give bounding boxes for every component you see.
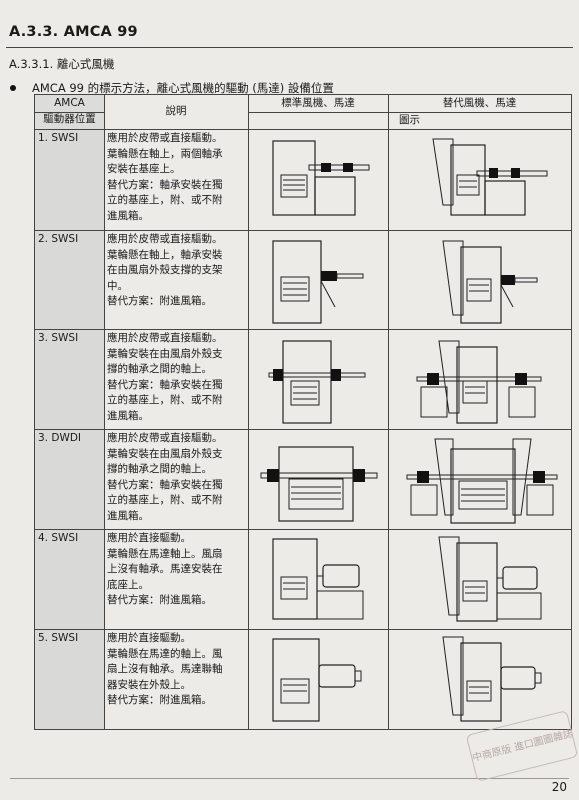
bullet-dot-icon (10, 85, 16, 91)
amca-arrangement-table: AMCA 驅動器位置 說明 標準風機、馬達 替代風機、馬達 圖示 1. SWSI… (34, 94, 572, 730)
header-driver-position: 驅動器位置 (43, 113, 96, 125)
fan-arrangement-3-dwdi-standard-icon (257, 435, 381, 527)
header-standard: 標準風機、馬達 (281, 97, 355, 109)
header-description: 說明 (165, 105, 187, 117)
subsection-title: A.3.3.1. 離心式風機 (9, 57, 115, 71)
row-1-description: 應用於皮帶或直接驅動。 葉輪懸在軸上，兩個軸承 安裝在基座上。 替代方案：軸承安… (107, 132, 223, 222)
header-divider (35, 112, 104, 113)
row-1-position: 1. SWSI (38, 132, 79, 144)
row-5-description: 應用於直接驅動。 葉輪懸在馬達軸上。風扇 上沒有軸承。馬達安裝在 底座上。 替代… (107, 532, 223, 606)
row-6-description: 應用於直接驅動。 葉輪懸在馬達的軸上。風 扇上沒有軸承。馬達聯軸 器安裝在外殼上… (107, 632, 223, 706)
row-divider (35, 529, 571, 530)
section-title: A.3.3. AMCA 99 (9, 24, 138, 40)
row-divider (35, 629, 571, 630)
row-divider (35, 329, 571, 330)
column-divider (388, 95, 389, 729)
fan-arrangement-3-standard-icon (263, 337, 373, 427)
fan-arrangement-1-standard-icon (263, 135, 373, 225)
bullet-item: AMCA 99 的標示方法，離心式風機的驅動 (馬達) 設備位置 (8, 80, 334, 96)
row-2-position: 2. SWSI (38, 233, 79, 245)
watermark-text: 中商原版 進口圖圖雜誌 (471, 728, 575, 765)
fan-arrangement-3-alternate-icon (413, 337, 553, 427)
header-amca: AMCA (54, 97, 85, 109)
fan-arrangement-5-alternate-icon (413, 635, 553, 725)
fan-arrangement-2-standard-icon (263, 237, 373, 327)
fan-arrangement-2-alternate-icon (413, 237, 553, 327)
row-4-description: 應用於皮帶或直接驅動。 葉輪安裝在由風扇外殼支 撐的軸承之間的軸上。 替代方案：… (107, 432, 223, 522)
column-divider (248, 95, 249, 729)
header-divider (248, 112, 571, 113)
row-divider (35, 230, 571, 231)
bullet-text: AMCA 99 的標示方法，離心式風機的驅動 (馬達) 設備位置 (32, 81, 334, 95)
header-bottom-line (35, 129, 571, 130)
fan-arrangement-3-dwdi-alternate-icon (403, 435, 563, 527)
fan-arrangement-4-alternate-icon (413, 535, 553, 625)
fan-arrangement-1-alternate-icon (413, 135, 553, 225)
row-divider (35, 429, 571, 430)
row-6-position: 5. SWSI (38, 632, 79, 644)
column-divider (104, 95, 105, 729)
fan-arrangement-5-standard-icon (263, 635, 373, 725)
header-alternate: 替代風機、馬達 (442, 97, 517, 109)
header-diagram: 圖示 (399, 114, 420, 126)
page-number: 20 (551, 780, 567, 794)
row-2-description: 應用於皮帶或直接驅動。 葉輪懸在軸上，軸承安裝 在由風扇外殼支撐的支架 中。 替… (107, 233, 223, 307)
section-divider (6, 47, 573, 48)
row-3-position: 3. SWSI (38, 332, 79, 344)
fan-arrangement-4-standard-icon (263, 535, 373, 625)
footer-divider (10, 778, 569, 779)
row-5-position: 4. SWSI (38, 532, 79, 544)
row-3-description: 應用於皮帶或直接驅動。 葉輪安裝在由風扇外殼支 撐的軸承之間的軸上。 替代方案：… (107, 332, 223, 422)
row-4-position: 3. DWDI (38, 432, 82, 444)
